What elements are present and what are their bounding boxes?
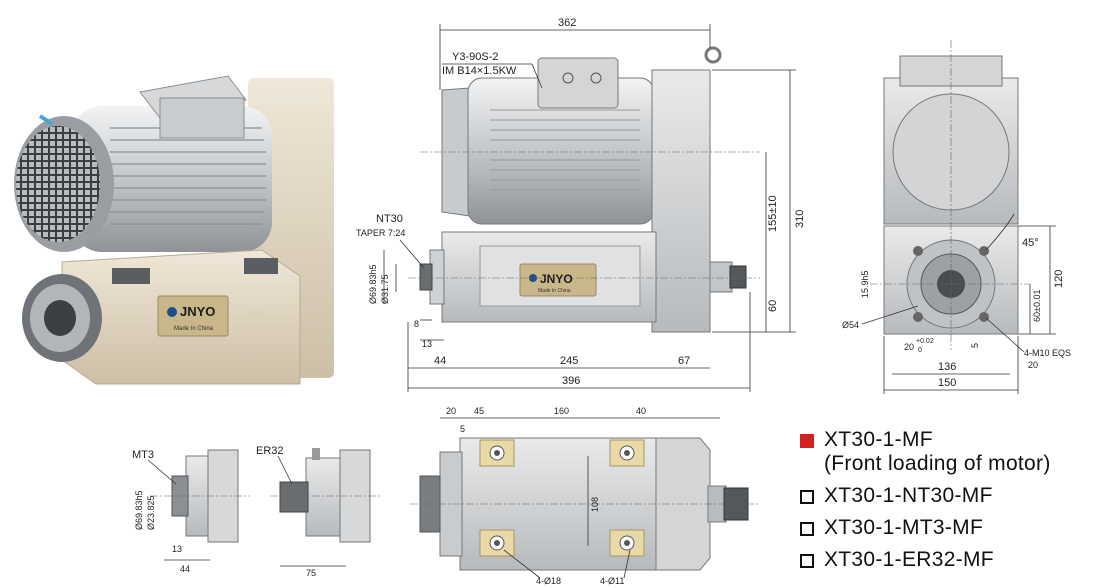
option-subtitle-1: (Front loading of motor) bbox=[824, 452, 1051, 475]
render-logo-text: JNYO bbox=[180, 304, 215, 319]
mt3-dia-a: Ø69.83h5 bbox=[134, 490, 144, 530]
product-render: JNYO Made In China 30 bbox=[14, 75, 334, 385]
dim-13: 13 bbox=[422, 339, 432, 349]
side-terminal-box bbox=[537, 57, 619, 109]
taper-ratio: TAPER 7:24 bbox=[356, 228, 405, 238]
option-title-1: XT30-1-MF bbox=[824, 428, 933, 451]
dim-hole-11: 4-Ø11 bbox=[600, 576, 624, 586]
dim-thread-depth: 20 bbox=[1028, 360, 1038, 370]
option-xt30-1-nt30-mf[interactable]: XT30-1-NT30-MF bbox=[800, 484, 1100, 508]
option-checkbox-2[interactable] bbox=[800, 490, 814, 504]
mt3-view: MT3 Ø69.83h5 Ø23.825 13 44 bbox=[132, 449, 250, 574]
mt3-label: MT3 bbox=[132, 449, 154, 461]
motor-spec-label: IM B14×1.5KW bbox=[442, 65, 517, 77]
option-xt30-1-er32-mf[interactable]: XT30-1-ER32-MF bbox=[800, 548, 1100, 572]
dim-slot-tol: +0.02 bbox=[916, 338, 934, 345]
option-label-4: XT30-1-ER32-MF bbox=[824, 548, 994, 571]
dim-60: 60 bbox=[767, 300, 779, 312]
dim-136: 136 bbox=[938, 361, 956, 373]
dim-67: 67 bbox=[678, 355, 690, 367]
mt3-dim-44: 44 bbox=[180, 564, 190, 574]
option-label-3: XT30-1-MT3-MF bbox=[824, 516, 984, 539]
dim-396: 396 bbox=[562, 375, 580, 387]
dim-hole-18: 4-Ø18 bbox=[536, 576, 561, 586]
svg-text:30: 30 bbox=[248, 305, 264, 321]
render-plate-subtext: Made In China bbox=[174, 326, 214, 332]
dim-120: 120 bbox=[1053, 270, 1065, 288]
model-options-legend: XT30-1-MF (Front loading of motor) XT30-… bbox=[800, 428, 1100, 580]
taper-name: NT30 bbox=[376, 213, 403, 225]
mt3-dia-b: Ø23.825 bbox=[146, 495, 156, 530]
dim-bottom-160: 160 bbox=[554, 406, 569, 416]
side-view: JNYO Made In China 362 Y3-90S-2 IM B14×1… bbox=[356, 17, 806, 392]
dim-245: 245 bbox=[560, 355, 578, 367]
dim-155: 155±10 bbox=[767, 195, 779, 232]
dim-bottom-45: 45 bbox=[474, 406, 484, 416]
dim-bottom-20: 20 bbox=[446, 406, 456, 416]
render-name-plate bbox=[157, 295, 229, 337]
dim-slot-tol-low: 0 bbox=[918, 347, 922, 354]
dim-dia-3175: Ø31.75 bbox=[380, 274, 390, 304]
dim-44: 44 bbox=[434, 355, 446, 367]
front-view: 120 60±0.01 45° 15.9h5 Ø54 20 +0.02 0 5 … bbox=[842, 40, 1071, 394]
dim-pcd-54: Ø54 bbox=[842, 320, 859, 330]
er32-label: ER32 bbox=[256, 445, 284, 457]
dim-bottom-40: 40 bbox=[636, 406, 646, 416]
dim-8: 8 bbox=[414, 319, 419, 329]
option-label-1: XT30-1-MF (Front loading of motor) bbox=[824, 428, 1051, 476]
option-xt30-1-mt3-mf[interactable]: XT30-1-MT3-MF bbox=[800, 516, 1100, 540]
side-logo-text: JNYO bbox=[540, 272, 573, 286]
er32-view: ER32 75 bbox=[256, 445, 380, 578]
option-checkbox-4[interactable] bbox=[800, 554, 814, 568]
dim-150: 150 bbox=[938, 377, 956, 389]
side-mount-plate bbox=[651, 69, 711, 333]
lifting-eye bbox=[704, 46, 722, 64]
option-xt30-1-mf[interactable]: XT30-1-MF (Front loading of motor) bbox=[800, 428, 1100, 476]
dim-slot-20: 20 bbox=[904, 342, 914, 352]
render-motor-body bbox=[72, 106, 272, 252]
er32-dim-75: 75 bbox=[306, 568, 316, 578]
motor-model-label: Y3-90S-2 bbox=[452, 51, 498, 63]
option-label-2: XT30-1-NT30-MF bbox=[824, 484, 993, 507]
dim-bottom-5: 5 bbox=[460, 424, 465, 434]
dim-dia-6983: Ø69.83h5 bbox=[368, 264, 378, 304]
dim-thread: 4-M10 EQS bbox=[1024, 348, 1071, 358]
dim-key-width: 15.9h5 bbox=[860, 270, 870, 298]
option-checkbox-1[interactable] bbox=[800, 434, 814, 448]
option-checkbox-3[interactable] bbox=[800, 522, 814, 536]
mt3-dim-13: 13 bbox=[172, 544, 182, 554]
dim-60-tol: 60±0.01 bbox=[1032, 290, 1042, 322]
dim-362: 362 bbox=[558, 17, 576, 29]
side-plate-subtext: Made In China bbox=[538, 288, 571, 294]
dim-bottom-108: 108 bbox=[590, 497, 600, 512]
dim-310: 310 bbox=[794, 210, 806, 228]
dim-5-front: 5 bbox=[970, 343, 980, 348]
dim-45-angle: 45° bbox=[1022, 237, 1039, 249]
bottom-view: 20 45 160 40 5 108 4-Ø18 4-Ø11 bbox=[410, 406, 760, 586]
side-name-plate bbox=[519, 263, 597, 297]
